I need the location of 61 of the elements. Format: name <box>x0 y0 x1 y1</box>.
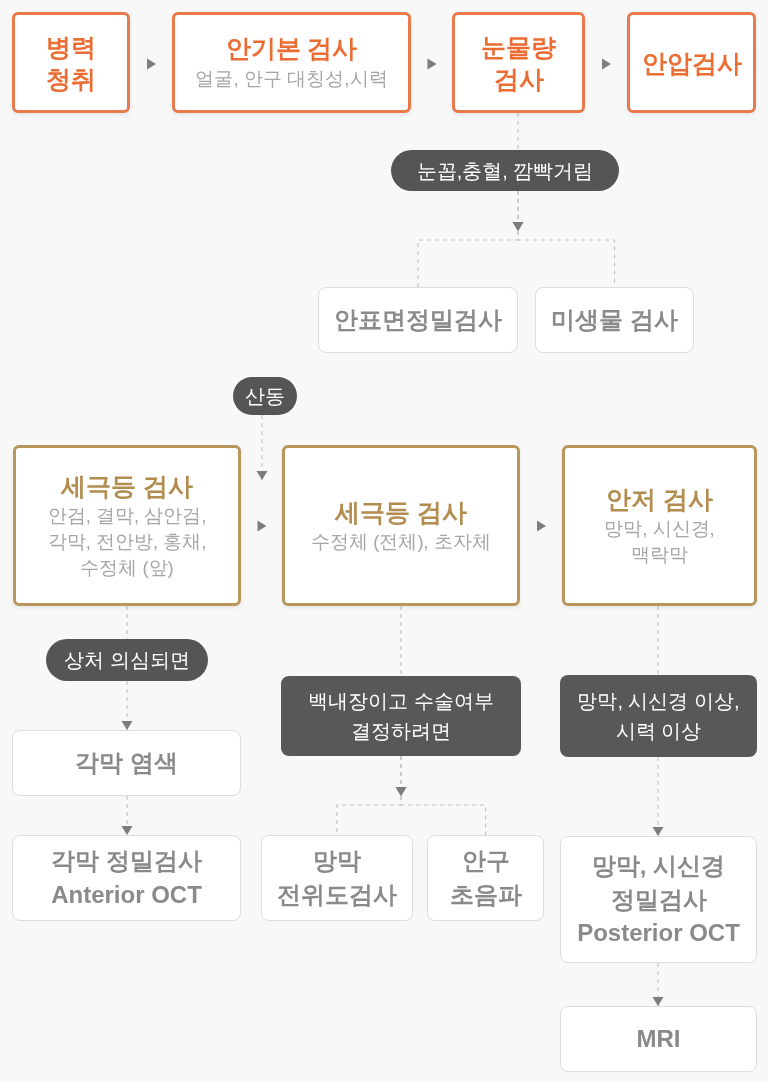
exam-box <box>13 445 241 606</box>
step-box <box>452 12 585 113</box>
step-title: 안압검사 <box>641 47 742 79</box>
test-box <box>427 835 544 921</box>
exam-title: 세극등 검사 <box>335 497 467 529</box>
condition-label: 산동 <box>245 384 285 408</box>
connector-line <box>400 605 402 677</box>
step-title: 병력 청취 <box>45 31 97 95</box>
exam-box <box>282 445 520 606</box>
arrow <box>602 58 611 70</box>
condition-label: 눈꼽,충혈, 깜빡거림 <box>416 158 594 183</box>
test-label: 안표면정밀검사 <box>334 305 502 336</box>
arrow <box>256 414 268 481</box>
test-box <box>318 287 518 353</box>
test-box <box>261 835 413 921</box>
arrow <box>121 680 133 731</box>
arrow <box>395 755 487 836</box>
exam-detail: 망막, 시신경, 맥락막 <box>603 516 716 567</box>
test-label: 망막 전위도검사 <box>276 846 398 910</box>
arrow <box>537 520 546 532</box>
exam-box <box>562 445 757 606</box>
test-box <box>12 730 241 796</box>
condition-label: 상처 의심되면 <box>64 648 190 672</box>
test-label: 각막 염색 <box>75 748 178 779</box>
step-box <box>172 12 411 113</box>
connector-line <box>657 605 659 676</box>
arrow <box>427 58 437 70</box>
condition-pill <box>233 377 297 415</box>
step-title: 안기본 검사 <box>225 33 358 65</box>
step-box <box>627 12 756 113</box>
test-label: 망막, 시신경 정밀검사 <box>590 851 727 915</box>
condition-pill <box>46 639 208 681</box>
step-detail: 얼굴, 안구 대칭성,시력 <box>195 67 388 92</box>
condition-pill <box>391 150 619 191</box>
connector-line <box>517 112 519 151</box>
test-box <box>560 1006 757 1072</box>
exam-detail: 수정체 (전체), 초자체 <box>311 529 491 554</box>
test-box <box>535 287 694 353</box>
exam-title: 안저 검사 <box>606 484 713 516</box>
step-box <box>12 12 130 113</box>
test-sublabel: Anterior OCT <box>51 880 202 910</box>
arrow <box>121 795 133 836</box>
arrow <box>257 520 267 532</box>
condition-label: 망막, 시신경 이상, 시력 이상 <box>576 689 741 744</box>
test-label: 미생물 검사 <box>551 305 678 336</box>
step-title: 눈물량 검사 <box>480 31 557 95</box>
arrow <box>147 58 156 70</box>
arrow <box>652 756 664 837</box>
test-box <box>12 835 241 921</box>
condition-box <box>281 676 521 756</box>
condition-label: 백내장이고 수술여부 결정하려면 <box>307 689 495 744</box>
exam-title: 세극등 검사 <box>61 471 193 503</box>
connector-line <box>126 605 128 640</box>
arrow <box>652 962 664 1007</box>
test-label: MRI <box>636 1024 681 1055</box>
test-label: 안구 초음파 <box>448 846 523 910</box>
test-label: 각막 정밀검사 <box>51 846 202 877</box>
condition-box <box>560 675 757 757</box>
test-box <box>560 836 757 963</box>
exam-detail: 안검, 결막, 삼안검, 각막, 전안방, 홍채, 수정체 (앞) <box>46 503 208 580</box>
test-sublabel: Posterior OCT <box>577 918 740 949</box>
